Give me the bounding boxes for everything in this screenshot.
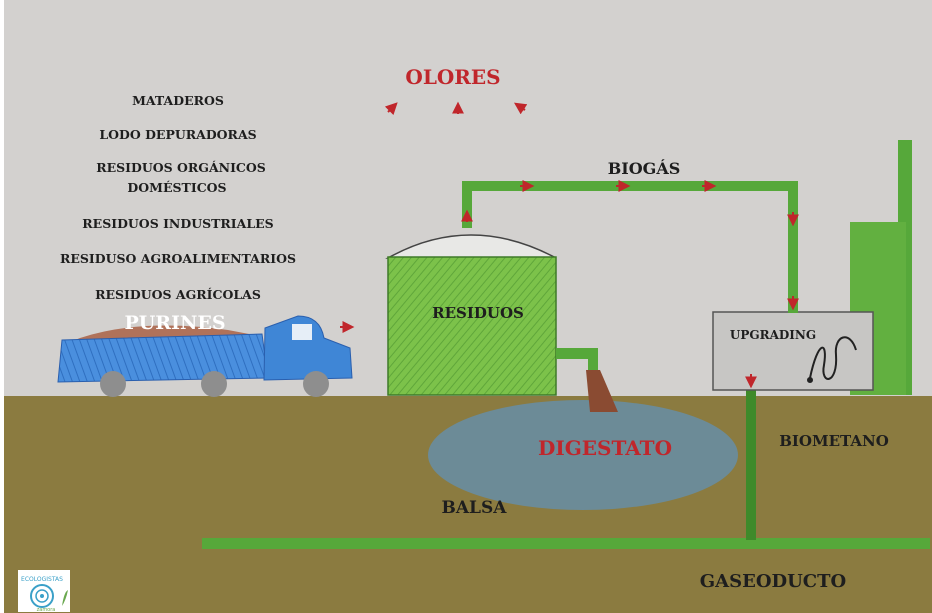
label-upgrading: UPGRADING xyxy=(730,328,816,342)
digestate-flow xyxy=(586,370,618,412)
ecologistas-logo: ECOLOGISTAS zamora xyxy=(18,570,70,613)
label-digestato: DIGESTATO xyxy=(538,436,672,460)
label-olores: OLORES xyxy=(405,65,500,89)
page-border-left xyxy=(0,0,4,613)
truck-cab xyxy=(263,315,353,381)
feedstock-item: MATADEROS xyxy=(132,93,224,108)
truck-body xyxy=(57,333,269,383)
label-gaseoducto: GASEODUCTO xyxy=(700,571,846,592)
feedstock-item: RESIDUOS AGRÍCOLAS xyxy=(95,287,261,302)
odor-arrow-left xyxy=(384,102,398,116)
truck-wheel-front xyxy=(303,371,329,397)
upgrading-coil-icon xyxy=(809,336,857,380)
feedstock-item: RESIDUSO AGROALIMENTARIOS xyxy=(60,251,296,266)
gas-pipeline xyxy=(202,538,930,549)
feedstock-item: DOMÉSTICOS xyxy=(127,180,226,195)
digester-roof xyxy=(385,234,557,259)
digestate-pool xyxy=(428,400,738,510)
biogas-pipe-down xyxy=(788,181,798,313)
odor-arrow-right xyxy=(514,102,528,115)
feedstock-list: MATADEROS LODO DEPURADORAS RESIDUOS ORGÁ… xyxy=(60,93,296,302)
truck-wheel-middle xyxy=(201,371,227,397)
label-biogas: BIOGÁS xyxy=(608,158,681,178)
logo-subtext: zamora xyxy=(37,607,56,613)
digestate-outlet-pipe xyxy=(556,348,596,359)
label-balsa: BALSA xyxy=(442,498,508,518)
label-purines: PURINES xyxy=(124,312,225,334)
biogas-pipe-riser xyxy=(462,183,472,228)
biogas-pipe-top xyxy=(462,181,798,191)
biomethane-pipe xyxy=(746,388,756,540)
logo-spiral-inner xyxy=(35,589,49,603)
feedstock-item: RESIDUOS INDUSTRIALES xyxy=(82,216,273,231)
truck xyxy=(57,315,353,397)
label-biometano: BIOMETANO xyxy=(779,432,889,450)
feedstock-item: RESIDUOS ORGÁNICOS xyxy=(96,160,266,175)
logo-text: ECOLOGISTAS xyxy=(21,576,63,583)
label-residuos: RESIDUOS xyxy=(432,304,524,322)
feedstock-item: LODO DEPURADORAS xyxy=(99,127,256,142)
logo-spiral-icon xyxy=(30,584,54,608)
truck-wheel-rear xyxy=(100,371,126,397)
logo-leaf-icon xyxy=(62,590,68,606)
upgrading-unit xyxy=(712,311,874,391)
logo-spiral-core xyxy=(40,594,44,598)
digester-tank xyxy=(387,256,557,396)
upgrading-coil-dot xyxy=(807,377,813,383)
truck-window xyxy=(292,324,312,340)
digestate-outlet-drop xyxy=(588,348,598,370)
